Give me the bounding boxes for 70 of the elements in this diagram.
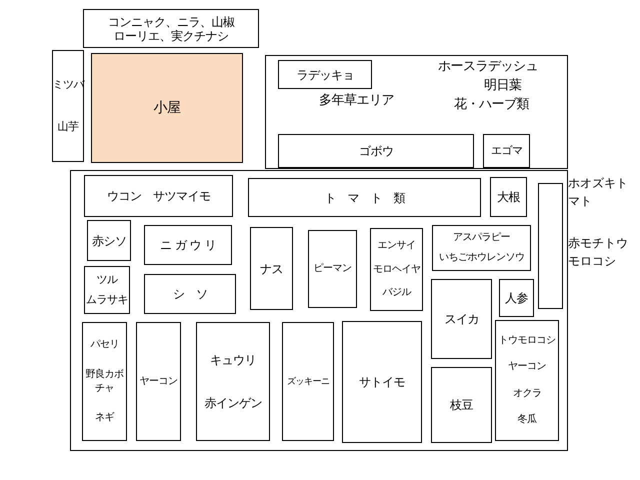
area-box: [83, 9, 259, 48]
plant-label: オクラ: [512, 386, 542, 401]
plant-label: ムラサキ: [86, 293, 128, 307]
plot-box: [144, 274, 236, 314]
plot-box: [282, 322, 334, 441]
plot-box: [84, 175, 233, 217]
plot-box: [432, 225, 531, 271]
plant-label: 冬瓜: [518, 413, 536, 428]
plot-box: [52, 50, 84, 162]
plant-label: ネギ: [94, 410, 116, 425]
plot-box: [248, 178, 481, 217]
plant-label: 赤シソ: [92, 234, 126, 248]
plant-label: 野良カボチャ: [84, 368, 124, 396]
plot-box: [342, 321, 422, 443]
plot-box: [278, 60, 372, 89]
plant-label: ヤーコン: [508, 360, 546, 374]
plant-label: キュウリ: [210, 352, 256, 367]
plot-box: [250, 227, 293, 310]
plant-label: ホオズキトマト: [568, 175, 628, 210]
plant-label: 枝豆: [450, 398, 473, 412]
plant-label: ヤーコン: [140, 374, 178, 388]
plot-box: [499, 279, 534, 317]
plot-box: [144, 225, 232, 265]
plot-box: [196, 322, 270, 441]
plant-label: エンサイ: [378, 238, 416, 253]
plant-label: 赤インゲン: [204, 396, 262, 410]
plot-box: [431, 367, 492, 443]
area-box: [265, 55, 568, 169]
plant-label: ト マ ト 類: [324, 190, 405, 204]
plot-box: [308, 230, 357, 308]
plant-label: 大根: [497, 190, 520, 204]
plot-box: [431, 279, 492, 359]
plant-label: 人参: [505, 291, 528, 305]
plant-label: ローリエ、実クチナシ: [114, 28, 228, 42]
plant-label: いちごホウレンソウ: [438, 250, 524, 265]
plant-label: ゴボウ: [358, 144, 394, 158]
plot-box: [278, 134, 474, 168]
plot-box: [490, 177, 527, 217]
plant-label: サトイモ: [359, 375, 405, 389]
plant-label: 赤モチトウモロコシ: [568, 235, 628, 270]
plant-label: トウモロコシ: [498, 334, 556, 348]
plant-label: 多年草エリア: [319, 94, 394, 108]
plant-label: モロヘイヤ: [372, 262, 420, 276]
plant-label: ズッキーニ: [286, 376, 330, 388]
plant-label: アスパラピー: [453, 231, 510, 246]
plot-box: [84, 266, 130, 314]
plant-label: 花・ハーブ類: [454, 98, 529, 112]
shed-box: [91, 53, 243, 163]
plant-label: ピーマン: [314, 262, 352, 276]
plant-label: ウコン サツマイモ: [106, 189, 210, 203]
plot-box: [82, 322, 127, 441]
plant-label: シ ソ: [172, 287, 208, 301]
plant-label: ツル: [96, 273, 118, 287]
plot-box: [370, 228, 423, 311]
plant-label: ニ ガ ウ リ: [160, 238, 216, 252]
plant-label: エゴマ: [490, 144, 522, 158]
plant-label: ホースラデッシュ: [438, 60, 538, 74]
plot-box: [136, 322, 181, 441]
plot-box: [483, 134, 530, 168]
plant-label: パセリ: [89, 338, 120, 352]
plant-label: ラデッキョ: [296, 68, 354, 82]
plant-label: バジル: [382, 286, 411, 300]
plant-label: 小屋: [154, 101, 180, 115]
plant-label: 山芋: [58, 120, 78, 134]
plant-label: 明日葉: [484, 79, 522, 93]
plant-label: ナス: [260, 262, 283, 276]
plant-label: スイカ: [444, 312, 479, 326]
plot-box: [87, 220, 131, 261]
plant-label: コンニャク、ニラ、山椒: [108, 14, 234, 28]
plot-box: [495, 320, 559, 441]
